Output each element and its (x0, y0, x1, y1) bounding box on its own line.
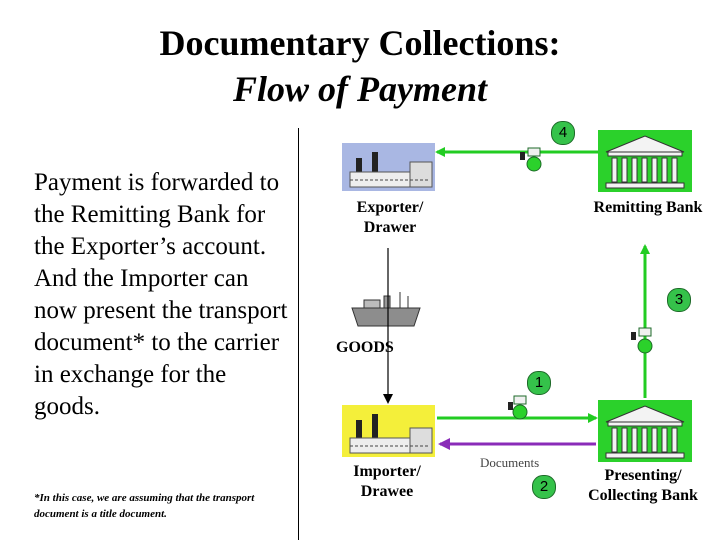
title-line-2: Flow of Payment (233, 69, 487, 109)
slide-title: Documentary Collections: Flow of Payment (0, 20, 720, 112)
cargo-ship-icon (351, 292, 421, 327)
step-badge-2: 2 (532, 475, 556, 499)
payment-money-icon (520, 147, 542, 172)
payment-money-icon (631, 327, 653, 354)
goods-label: GOODS (336, 339, 394, 356)
explanation-text: Payment is forwarded to the Remitting Ba… (34, 169, 288, 420)
column-divider (298, 128, 299, 540)
documents-label: Documents (480, 455, 540, 470)
presenting-bank-label: Presenting/ Collecting Bank (588, 467, 698, 504)
step-badge-4: 4 (551, 121, 575, 145)
exporter-label: Exporter/ Drawer (356, 199, 424, 236)
payment-money-icon (508, 395, 528, 420)
title-line-1: Documentary Collections: (159, 23, 561, 63)
footnote: *In this case, we are assuming that the … (34, 492, 255, 520)
step-badge-1: 1 (527, 371, 551, 395)
importer-label: Importer/ Drawee (353, 463, 421, 500)
remitting-bank-label: Remitting Bank (593, 199, 703, 216)
step-badge-3: 3 (667, 288, 691, 312)
presenting-bank-icon (598, 400, 692, 462)
importer-factory-icon (342, 405, 435, 457)
exporter-factory-icon (342, 143, 435, 191)
remitting-bank-icon (598, 130, 692, 192)
